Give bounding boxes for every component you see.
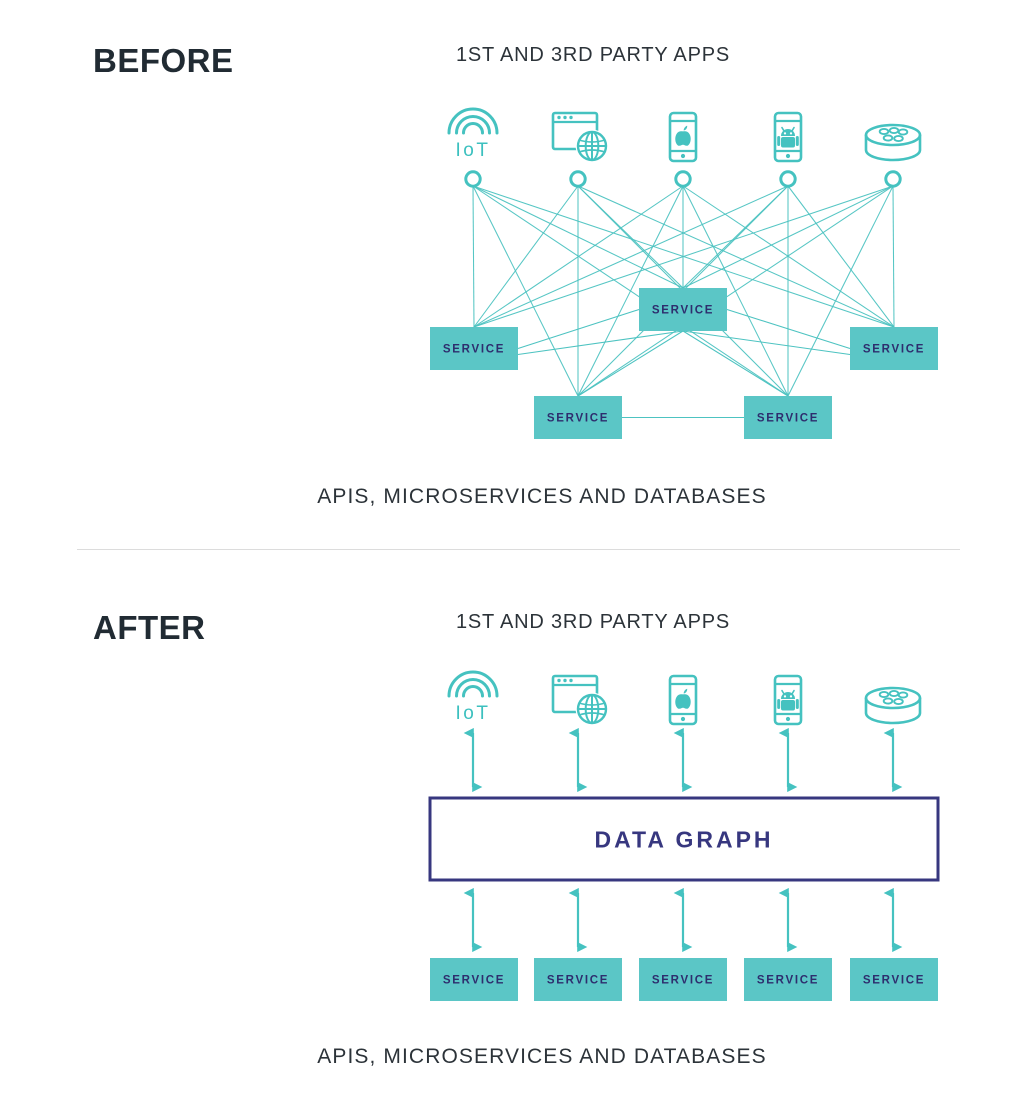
browser-globe-icon (551, 111, 609, 163)
app-node-group (464, 170, 902, 188)
app-connection-node[interactable] (779, 170, 797, 188)
app-connection-node[interactable] (569, 170, 587, 188)
app-connection-node[interactable] (884, 170, 902, 188)
after-section-title: AFTER (93, 609, 206, 646)
svg-text:IoT: IoT (456, 703, 491, 724)
app-connection-node[interactable] (674, 170, 692, 188)
iot-wifi-icon: IoT (447, 107, 499, 161)
before-top-caption: 1ST AND 3RD PARTY APPS (455, 44, 730, 66)
service-box-label: SERVICE (443, 344, 505, 356)
after-top-caption: 1ST AND 3RD PARTY APPS (455, 611, 730, 633)
app-to-graph-arrows (463, 727, 903, 793)
service-box[interactable]: SERVICE (744, 958, 832, 1001)
data-graph-label: DATA GRAPH (594, 827, 773, 853)
service-box-label: SERVICE (547, 413, 609, 425)
before-bottom-caption: APIS, MICROSERVICES AND DATABASES (317, 485, 767, 508)
service-box[interactable]: SERVICE (850, 958, 938, 1001)
service-box[interactable]: SERVICE (639, 958, 727, 1001)
service-box-label: SERVICE (547, 975, 609, 987)
smart-speaker-icon (864, 686, 922, 725)
android-phone-icon (773, 674, 803, 726)
service-box-group: SERVICE SERVICE SERVICE SERVICE SERVICE (430, 958, 938, 1001)
service-box-label: SERVICE (652, 305, 714, 317)
service-box[interactable]: SERVICE (534, 958, 622, 1001)
service-box-label: SERVICE (757, 413, 819, 425)
svg-text:IoT: IoT (456, 140, 491, 161)
data-graph-box-group: DATA GRAPH (428, 796, 940, 882)
before-section-title: BEFORE (93, 42, 234, 79)
service-box[interactable]: SERVICE (430, 958, 518, 1001)
service-box[interactable]: SERVICE (850, 327, 938, 370)
service-box[interactable]: SERVICE (430, 327, 518, 370)
service-box[interactable]: SERVICE (639, 288, 727, 331)
browser-globe-icon (551, 674, 609, 726)
app-connection-node[interactable] (464, 170, 482, 188)
service-box-label: SERVICE (863, 344, 925, 356)
data-graph-box[interactable]: DATA GRAPH (428, 796, 940, 882)
apple-phone-icon (668, 674, 698, 726)
connection-mesh (472, 185, 895, 419)
service-box-label: SERVICE (652, 975, 714, 987)
smart-speaker-icon (864, 123, 922, 162)
graph-to-service-arrows (463, 887, 903, 953)
app-icon-group: IoT (447, 107, 922, 163)
app-icon-group: IoT (447, 670, 922, 726)
before-diagram-canvas: SERVICE SERVICE SERVICE SERVICE SERVICE IoT (430, 107, 938, 439)
android-phone-icon (773, 111, 803, 163)
service-box[interactable]: SERVICE (744, 396, 832, 439)
service-box-label: SERVICE (863, 975, 925, 987)
after-bottom-caption: APIS, MICROSERVICES AND DATABASES (317, 1045, 767, 1068)
iot-wifi-icon: IoT (447, 670, 499, 724)
service-box-label: SERVICE (757, 975, 819, 987)
service-box-label: SERVICE (443, 975, 505, 987)
service-box-group: SERVICE SERVICE SERVICE SERVICE SERVICE (430, 288, 938, 439)
apple-phone-icon (668, 111, 698, 163)
section-divider (77, 549, 960, 550)
service-box[interactable]: SERVICE (534, 396, 622, 439)
